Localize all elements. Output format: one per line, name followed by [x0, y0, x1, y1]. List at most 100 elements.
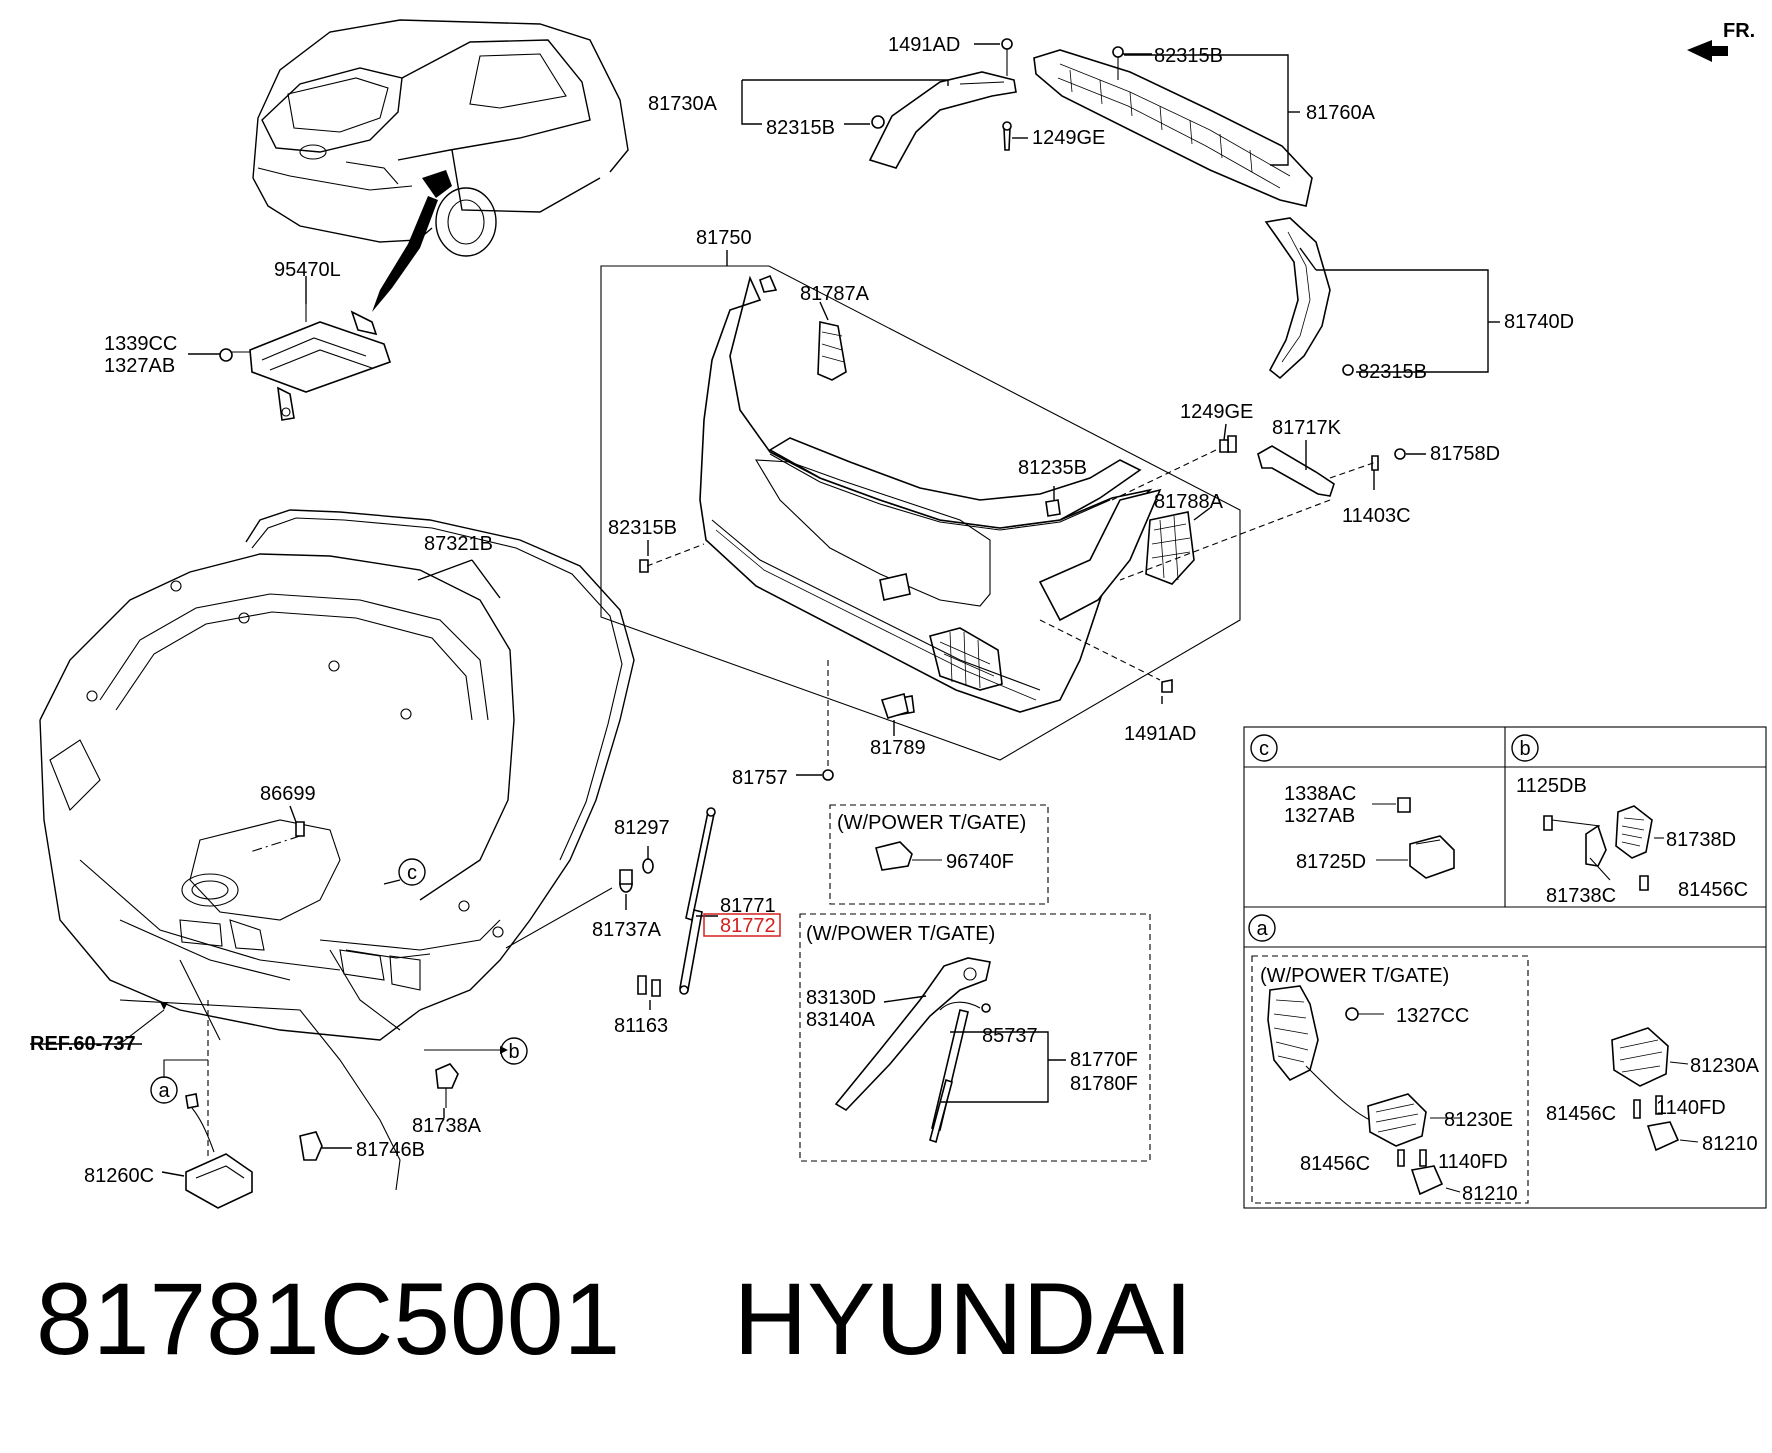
- label-82315b-left: 82315B: [766, 117, 835, 139]
- label-1249ge-top: 1249GE: [1032, 127, 1105, 149]
- front-direction-indicator: FR.: [1687, 20, 1755, 62]
- clip-81757: [822, 769, 834, 781]
- part-labels: 1491AD 82315B 81730A 82315B 1249GE 81760…: [30, 34, 1760, 1205]
- label-b-81456c: 81456C: [1678, 879, 1748, 901]
- label-81163: 81163: [614, 1015, 668, 1037]
- label-81740d: 81740D: [1504, 311, 1574, 333]
- right-side-trim-81740d: [1264, 217, 1354, 380]
- label-81787a: 81787A: [800, 283, 870, 305]
- switch-81260c: [185, 1093, 253, 1209]
- label-82315b-right: 82315B: [1358, 361, 1427, 383]
- callout-a: a: [150, 1076, 178, 1104]
- label-a-81210: 81210: [1462, 1183, 1518, 1205]
- label-83130d: 83130D: [806, 987, 876, 1009]
- label-81260c: 81260C: [84, 1165, 154, 1187]
- bolt-86699: [249, 821, 305, 853]
- leader-ref: [119, 1009, 165, 1045]
- label-81746b: 81746B: [356, 1139, 425, 1161]
- callout-b-letter: b: [508, 1041, 519, 1063]
- label-a-1327cc: 1327CC: [1396, 1005, 1469, 1027]
- label-a-1140fd-right: 1140FD: [1656, 1097, 1726, 1119]
- label-81235b: 81235B: [1018, 457, 1087, 479]
- label-a-1140fd: 1140FD: [1438, 1151, 1508, 1173]
- label-c-81725d: 81725D: [1296, 851, 1366, 873]
- label-81760a: 81760A: [1306, 102, 1376, 124]
- detail-a-letter: a: [1256, 918, 1268, 940]
- label-a-81210-right: 81210: [1702, 1133, 1758, 1155]
- label-86699: 86699: [260, 783, 316, 805]
- leader-a: [163, 1059, 208, 1078]
- label-81717k: 81717K: [1272, 417, 1342, 439]
- leader-lines: [30, 43, 1500, 1177]
- label-96740f: 96740F: [946, 851, 1014, 873]
- label-81789: 81789: [870, 737, 926, 759]
- label-b-81738d: 81738D: [1666, 829, 1736, 851]
- label-a-81456c-right: 81456C: [1546, 1103, 1616, 1125]
- label-87321b: 87321B: [424, 533, 493, 555]
- label-11403c: 11403C: [1342, 505, 1411, 527]
- detail-c-letter: c: [1259, 738, 1269, 760]
- detail-a-header: a: [1248, 914, 1276, 942]
- drive-unit-83130d: [834, 957, 991, 1112]
- label-81730a: 81730A: [648, 93, 718, 115]
- label-95470l: 95470L: [274, 259, 341, 281]
- label-1491ad-top: 1491AD: [888, 34, 960, 56]
- label-81780f: 81780F: [1070, 1073, 1138, 1095]
- caption-brand: HYUNDAI: [733, 1262, 1193, 1376]
- label-82315b-panel: 82315B: [608, 517, 677, 539]
- label-1339cc: 1339CC: [104, 333, 177, 355]
- power-tgate-detail-a-title: (W/POWER T/GATE): [1260, 965, 1449, 987]
- bottom-caption: 81781C5001 HYUNDAI: [36, 1268, 1193, 1370]
- label-c-1338ac: 1338AC: [1284, 783, 1356, 805]
- detail-b-header: b: [1511, 734, 1539, 762]
- power-tgate-large-title: (W/POWER T/GATE): [806, 923, 995, 945]
- label-82315b-top: 82315B: [1154, 45, 1223, 67]
- upper-side-trim-81730a: [868, 38, 1017, 169]
- bolt-1249ge: [1219, 439, 1229, 453]
- clip-81746b: [299, 1131, 323, 1161]
- label-ref-60-737: REF.60-737: [30, 1033, 136, 1055]
- leader-81717k: [1119, 499, 1331, 581]
- detail-c-header: c: [1250, 734, 1278, 762]
- label-81737a: 81737A: [592, 919, 662, 941]
- detail-c-parts: [1372, 797, 1455, 879]
- callout-b: b: [500, 1037, 528, 1065]
- callout-c-letter: c: [407, 862, 417, 884]
- label-1249ge-mid: 1249GE: [1180, 401, 1253, 423]
- highlight-81772-box: [703, 913, 781, 937]
- detail-panel: [1243, 726, 1767, 1209]
- label-81757: 81757: [732, 767, 788, 789]
- front-direction-label: FR.: [1723, 20, 1755, 42]
- bumper-81738a: [435, 1063, 459, 1108]
- label-81758d: 81758D: [1430, 443, 1500, 465]
- label-b-81738c: 81738C: [1546, 885, 1616, 907]
- module-95470l: [219, 304, 392, 421]
- callout-c: c: [398, 858, 426, 886]
- label-81750: 81750: [696, 227, 752, 249]
- leader-1491ad: [1039, 619, 1161, 681]
- switch-96740f: [875, 841, 913, 871]
- liftgate-body: [39, 509, 635, 1191]
- label-81772-highlight: 81772: [720, 915, 776, 937]
- liftgate-trim-panel-81750: [600, 265, 1241, 761]
- label-a-81456c: 81456C: [1300, 1153, 1370, 1175]
- upper-header-trim-81760a: [1033, 46, 1313, 207]
- label-81771: 81771: [720, 895, 776, 917]
- gas-strut-81771: [679, 807, 716, 995]
- label-81297: 81297: [614, 817, 670, 839]
- label-81788a: 81788A: [1154, 491, 1224, 513]
- leader-82315b-panel: [646, 543, 705, 567]
- detail-b-parts: [1543, 805, 1664, 891]
- caption-part-number: 81781C5001: [36, 1262, 621, 1376]
- bumper-81737a: [505, 858, 661, 997]
- label-81738a: 81738A: [412, 1115, 482, 1137]
- label-a-81230e: 81230E: [1444, 1109, 1513, 1131]
- detail-b-letter: b: [1519, 738, 1530, 760]
- handle-81717k: [1227, 435, 1406, 497]
- label-c-1327ab: 1327AB: [1284, 805, 1355, 827]
- clip-81789: [880, 693, 909, 719]
- arrow-ref: [160, 1002, 168, 1010]
- vehicle-illustration: [252, 19, 629, 312]
- callout-a-letter: a: [158, 1080, 170, 1102]
